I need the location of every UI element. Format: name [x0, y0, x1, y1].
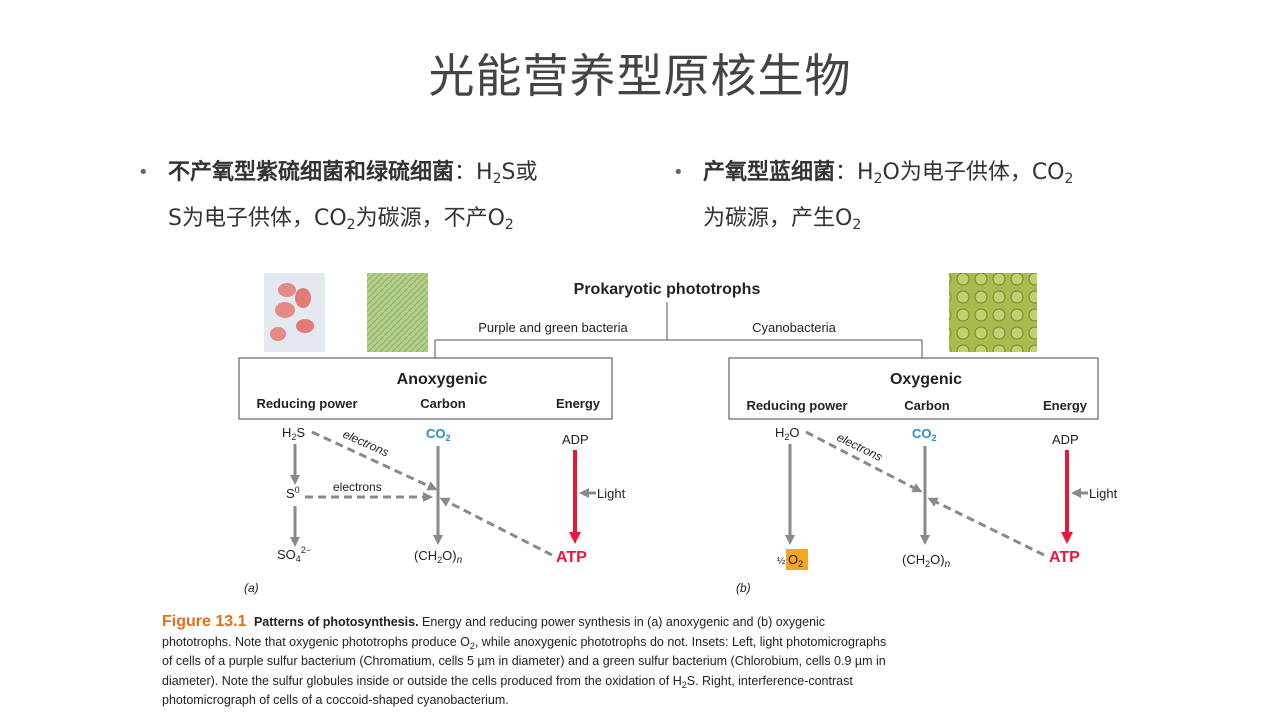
atp-label-b: ATP	[1049, 549, 1080, 566]
diagram-header: Prokaryotic phototrophs	[574, 281, 761, 298]
subscript: 2	[1064, 171, 1074, 187]
subscript: 2	[873, 171, 883, 187]
bullet-colon: ：	[835, 160, 858, 185]
electrons-dashed-1	[311, 430, 438, 491]
col-reducing-a: Reducing power	[256, 396, 357, 411]
photo-chlorobium	[367, 273, 428, 352]
electrons-label-2: electrons	[333, 480, 382, 494]
co2-label-a: CO2	[426, 426, 451, 443]
bullet-dot-icon: •	[673, 162, 684, 183]
caption-text: Energy and reducing power synthesis in (…	[162, 615, 826, 649]
o2-highlight	[786, 549, 808, 570]
caption-text: S. Right, interference-contrast photomic…	[162, 673, 853, 708]
col-carbon-b: Carbon	[904, 398, 950, 413]
col-reducing-b: Reducing power	[746, 398, 847, 413]
figure-label: Figure 13.1	[162, 613, 247, 630]
bullet-bold-term: 不产氧型紫硫细菌和绿硫细菌	[168, 160, 455, 185]
electrons-label-b: electrons	[835, 430, 885, 464]
figure-caption: Figure 13.1 Patterns of photosynthesis. …	[162, 612, 892, 711]
subscript: 2	[852, 217, 862, 233]
subscript: 2	[492, 171, 502, 187]
light-label-a: Light	[597, 486, 626, 501]
atp-to-carbon-dashed-a	[439, 497, 553, 557]
bullet-dot-icon: •	[138, 162, 149, 183]
light-label-b: Light	[1089, 486, 1118, 501]
subscript: 2	[504, 217, 514, 233]
adp-label-a: ADP	[562, 432, 589, 447]
subscript: 2	[346, 217, 356, 233]
subscript: 2	[469, 640, 475, 651]
half-label: ½	[777, 556, 786, 567]
atp-to-carbon-dashed-b	[927, 497, 1045, 557]
co2-label-b: CO2	[912, 426, 937, 443]
photo-chromatium	[264, 273, 325, 352]
figure-heading: Patterns of photosynthesis.	[253, 615, 419, 629]
anoxygenic-box	[238, 357, 613, 420]
branch-connector	[434, 302, 923, 358]
h2o-label: H2O	[775, 425, 800, 442]
branch-right-label: Cyanobacteria	[752, 320, 837, 335]
h2s-label: H2S	[282, 425, 305, 442]
oxygenic-box	[728, 357, 1099, 420]
bullet-text: 为碳源，产生O	[703, 206, 853, 231]
ch2o-label-b: (CH2O)n	[902, 552, 951, 570]
so4-label: SO42−	[277, 545, 311, 564]
adp-label-b: ADP	[1052, 432, 1079, 447]
anoxygenic-title: Anoxygenic	[397, 371, 488, 388]
atp-label-a: ATP	[556, 549, 587, 566]
bullet-text: S或	[501, 160, 538, 185]
bullet-text: H	[857, 160, 874, 185]
oxygenic-title: Oxygenic	[890, 371, 962, 388]
bullet-oxygenic: • 产氧型蓝细菌：H2O为电子供体，CO2 为碳源，产生O2	[673, 150, 1143, 242]
bullet-colon: ：	[454, 160, 477, 185]
electrons-dashed-b	[805, 430, 923, 493]
bullet-text: O为电子供体，CO	[882, 160, 1065, 185]
col-carbon-a: Carbon	[420, 396, 466, 411]
bullet-text: 为碳源，不产O	[355, 206, 505, 231]
slide-title: 光能营养型原核生物	[428, 49, 852, 103]
panel-b-label: (b)	[736, 581, 751, 595]
photo-cyanobacterium	[949, 273, 1037, 352]
bullet-text: S为电子供体，CO	[168, 206, 347, 231]
branch-left-label: Purple and green bacteria	[478, 320, 628, 335]
electrons-label-1: electrons	[341, 427, 391, 460]
s0-label: S0	[286, 485, 300, 501]
subscript: 2	[681, 679, 687, 690]
ch2o-label-a: (CH2O)n	[414, 548, 463, 566]
col-energy-b: Energy	[1043, 398, 1088, 413]
bullet-anoxygenic: • 不产氧型紫硫细菌和绿硫细菌：H2S或 S为电子供体，CO2为碳源，不产O2	[138, 150, 598, 242]
bullet-text: H	[476, 160, 493, 185]
caption-text: , while anoxygenic phototrophs do not. I…	[162, 634, 887, 688]
bullet-bold-term: 产氧型蓝细菌	[703, 160, 836, 185]
col-energy-a: Energy	[556, 396, 601, 411]
panel-a-label: (a)	[244, 581, 259, 595]
